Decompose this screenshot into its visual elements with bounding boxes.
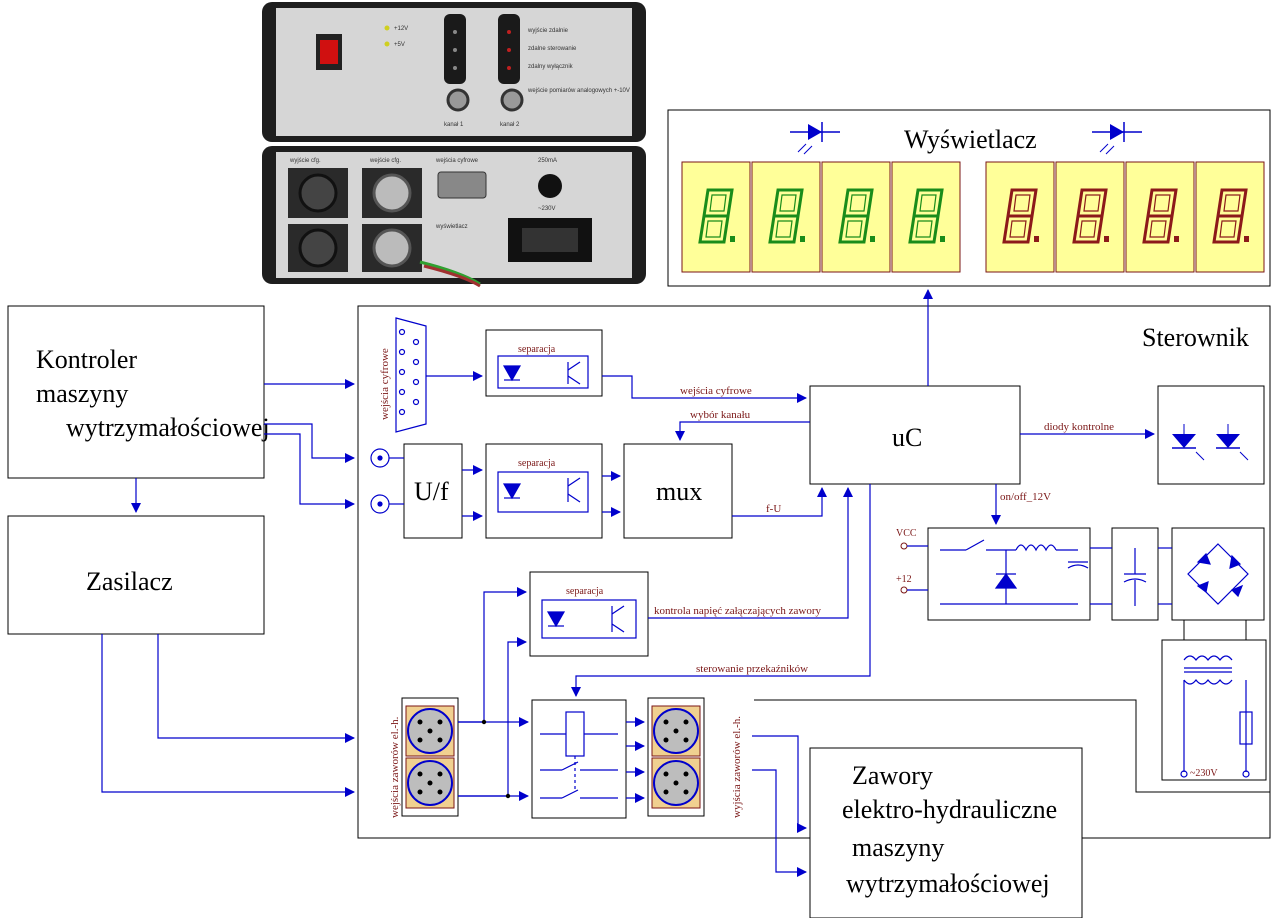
channel-select-label: wybór kanału [690, 409, 751, 421]
valves-line1: Zawory [852, 761, 933, 790]
photo-label-12v: +12V [394, 26, 408, 32]
photo-label-230v: ~230V [538, 206, 556, 212]
digit-cell [682, 162, 750, 272]
machine-controller-line2: maszyny [36, 379, 128, 408]
uf-label: U/f [414, 477, 449, 506]
valve-outputs-vertical-label: wyjścia zaworów el.-h. [731, 716, 743, 818]
junction-dots [482, 720, 510, 798]
isolation-block-1 [486, 330, 602, 396]
bnc-connector-icon [371, 449, 389, 513]
voltage-check-label: kontrola napięć załączających zawory [654, 605, 822, 617]
vcc-label: VCC [896, 528, 917, 539]
db9-connector-icon [396, 318, 426, 432]
valves-line2: elektro-hydrauliczne [842, 795, 1057, 824]
digital-inputs-vertical-label: wejścia cyfrowe [379, 348, 391, 420]
uc-label: uC [892, 423, 922, 452]
isolation-block-3 [530, 572, 648, 656]
control-leds-label: diody kontrolne [1044, 421, 1114, 433]
machine-controller-line3: wytrzymałościowej [66, 413, 270, 442]
mux-label: mux [656, 477, 702, 506]
machine-controller-line1: Kontroler [36, 345, 137, 374]
photo-label-kanal1: kanał 1 [444, 122, 464, 128]
digital-inputs-label: wejścia cyfrowe [680, 385, 752, 397]
valves-line4: wytrzymałościowej [846, 869, 1050, 898]
photo-label-wyjscie-cfg: wyjście cfg. [289, 158, 321, 164]
valve-input-connector-icon [402, 698, 458, 816]
photo-label-fuse: 250mA [538, 158, 557, 164]
photo-label-wyswietlacz: wyświetlacz [435, 224, 468, 230]
photo-label-zdalne: zdalne sterowanie [528, 46, 577, 52]
digit-cell [892, 162, 960, 272]
digit-cell [822, 162, 890, 272]
relay-block [532, 700, 626, 818]
mains-voltage-label: ~230V [1190, 768, 1218, 779]
photo-label-5v: +5V [394, 42, 405, 48]
digit-cell [1056, 162, 1124, 272]
valve-output-connector-icon [648, 698, 704, 816]
isolation-label-1: separacja [518, 344, 556, 355]
isolation-label-2: separacja [518, 458, 556, 469]
isolation-label-3: separacja [566, 586, 604, 597]
digit-cell [1196, 162, 1264, 272]
valves-line3: maszyny [852, 833, 944, 862]
photo-label-wejscie-cfg: wejście cfg. [369, 158, 401, 164]
photo-label-wejscia-cyfrowe: wejścia cyfrowe [435, 158, 479, 164]
digit-cell [1126, 162, 1194, 272]
relay-control-label: sterowanie przekaźników [696, 663, 808, 675]
rectifier-block [1172, 528, 1264, 620]
valve-inputs-vertical-label: wejścia zaworów el.-h. [389, 716, 401, 818]
device-photo: +12V +5V kanał 1 kanał 2 wyjście zdalnie… [262, 2, 646, 286]
power-supply-label: Zasilacz [86, 567, 173, 596]
photo-label-wyjscie: wyjście zdalnie [527, 28, 569, 34]
display-title: Wyświetlacz [904, 125, 1037, 154]
photo-label-analog: wejście pomiarów analogowych +-10V [527, 88, 630, 94]
transformer-block [1162, 640, 1266, 780]
digit-cell [752, 162, 820, 272]
digit-cell [986, 162, 1054, 272]
controller-title: Sterownik [1142, 323, 1249, 352]
photo-label-kanal2: kanał 2 [500, 122, 520, 128]
photo-label-wylacznik: zdalny wyłącznik [528, 64, 574, 70]
on-off-label: on/off_12V [1000, 491, 1051, 503]
display-block: Wyświetlacz [668, 110, 1270, 286]
plus12-label: +12 [896, 574, 912, 585]
f-u-label: f-U [766, 503, 781, 515]
